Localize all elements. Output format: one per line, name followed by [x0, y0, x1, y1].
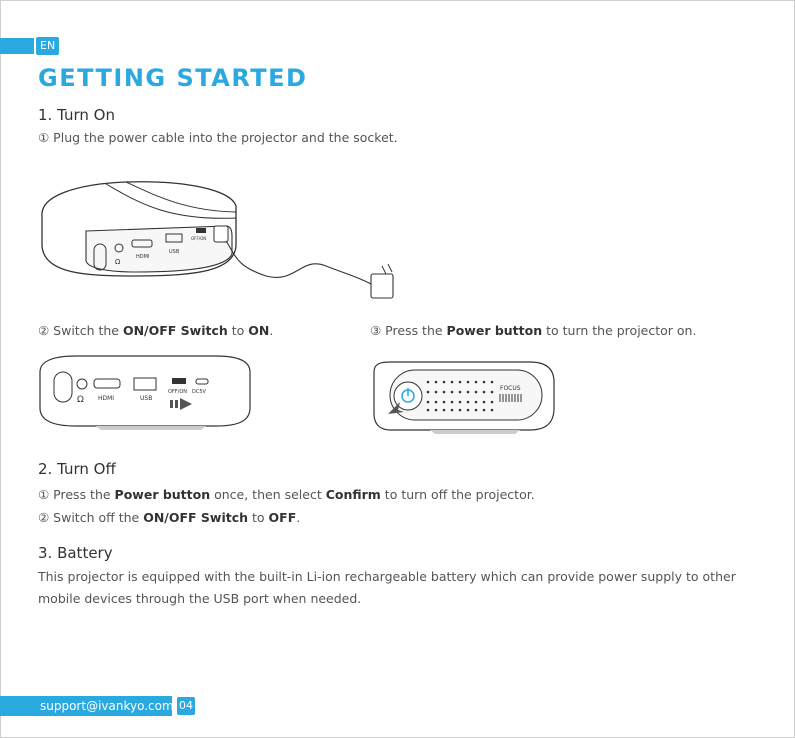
- page-number: 04: [177, 697, 195, 715]
- turn-on-step-2: ② Switch the ON/OFF Switch to ON.: [38, 323, 274, 338]
- hdmi-label: HDMI: [98, 395, 114, 402]
- dc5v-label: DC5V: [192, 389, 207, 395]
- projector-plug-figure: Ω HDMI USB OFF/ON: [41, 181, 394, 299]
- svg-text:Ω: Ω: [115, 258, 121, 266]
- turn-off-step-1: ① Press the Power button once, then sele…: [38, 487, 535, 502]
- turn-off-step-2: ② Switch off the ON/OFF Switch to OFF.: [38, 510, 301, 525]
- support-email-link[interactable]: support@ivankyo.com: [40, 699, 174, 713]
- usb-label-small: USB: [169, 249, 180, 255]
- on-off-switch-figure: Ω HDMI USB OFF/ON DC5V: [39, 355, 251, 430]
- usb-label: USB: [140, 395, 152, 402]
- power-button-figure: FOCUS: [373, 361, 555, 434]
- focus-label: FOCUS: [500, 385, 521, 392]
- svg-text:Ω: Ω: [77, 395, 84, 405]
- page-title: GETTING STARTED: [38, 64, 308, 92]
- section-turn-off-heading: 2. Turn Off: [38, 460, 116, 478]
- battery-text: This projector is equipped with the buil…: [38, 569, 736, 606]
- offon-label-small: OFF/ON: [191, 236, 206, 241]
- section-battery-heading: 3. Battery: [38, 544, 113, 562]
- footer-bar: [0, 696, 172, 716]
- arrow-right-icon: [180, 398, 192, 410]
- offon-label: OFF/ON: [168, 389, 187, 395]
- turn-on-step-3: ③ Press the Power button to turn the pro…: [370, 323, 697, 338]
- language-bar: [0, 38, 34, 54]
- section-turn-on-heading: 1. Turn On: [38, 106, 115, 124]
- language-tag: EN: [36, 37, 60, 55]
- turn-on-step-1: ① Plug the power cable into the projecto…: [38, 130, 398, 145]
- hdmi-label-small: HDMI: [136, 254, 149, 260]
